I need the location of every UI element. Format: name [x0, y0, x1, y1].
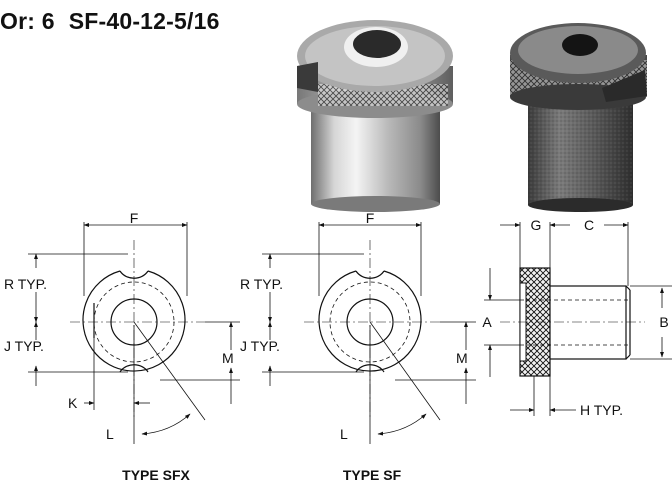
sf-dim-f-label: F — [366, 210, 375, 226]
sf-caption: TYPE SF — [343, 467, 402, 483]
sfx-dim-j-label: J TYP. — [4, 338, 44, 354]
sfx-caption: TYPE SFX — [122, 467, 190, 483]
part-number: SF-40-12-5/16 — [68, 8, 220, 34]
side-dim-a-label: A — [482, 314, 492, 330]
sf-dim-r-label: R TYP. — [240, 276, 283, 292]
side-dim-g-label: G — [531, 217, 542, 233]
bushing-side-view — [484, 222, 672, 416]
order-label: Or: 6 — [0, 8, 55, 34]
sfx-dim-f-label: F — [130, 210, 139, 226]
bushing-photo-polished — [297, 20, 453, 212]
side-dim-c-label: C — [584, 217, 594, 233]
type-sf-front-view — [262, 222, 476, 444]
type-sfx-front-view — [28, 222, 240, 444]
side-dim-h-label: H TYP. — [580, 402, 623, 418]
sfx-dim-m-label: M — [222, 350, 234, 366]
sf-dim-l-label: L — [340, 426, 348, 442]
sf-dim-j-label: J TYP. — [240, 338, 280, 354]
sfx-dim-k-label: K — [68, 395, 78, 411]
side-dim-b-label: B — [659, 314, 668, 330]
bushing-photo-black-oxide — [510, 23, 647, 212]
sfx-dim-l-label: L — [106, 426, 114, 442]
sf-dim-m-label: M — [456, 350, 468, 366]
sfx-dim-r-label: R TYP. — [4, 276, 47, 292]
part-title: Or: 6 SF-40-12-5/16 — [0, 8, 220, 35]
